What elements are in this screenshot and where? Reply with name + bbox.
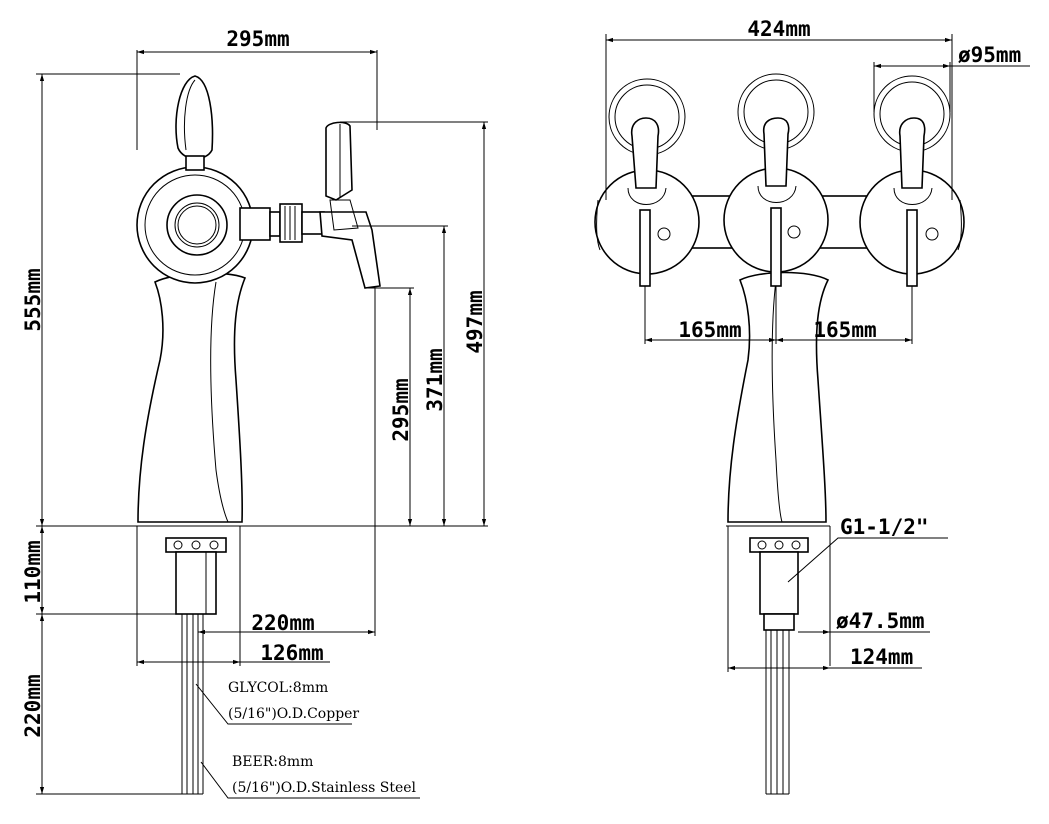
pipes-front [765, 630, 790, 795]
glycol-label-1: GLYCOL:8mm [228, 680, 328, 696]
tap-center [723, 73, 829, 287]
side-view: 295mm 555mm 110mm 220mm 497mm 371mm 295m… [21, 27, 488, 799]
dim-front-width: 424mm [747, 17, 810, 41]
dim-top-width: 295mm [226, 27, 289, 51]
dim-total-height: 555mm [21, 268, 45, 331]
faucet-side [319, 211, 381, 289]
dim-ball-diameter: ø95mm [958, 43, 1021, 67]
dim-pipe-length: 220mm [21, 674, 45, 737]
handle-side [175, 75, 214, 160]
dim-shank-length: 110mm [21, 540, 45, 603]
dim-base-offset: 220mm [251, 611, 314, 635]
dim-spacing-right: 165mm [813, 318, 876, 342]
dim-spout-top: 497mm [463, 290, 487, 353]
tap-left [594, 78, 700, 287]
pipes-side [181, 614, 204, 795]
front-view: 424mm ø95mm 165mm 165mm G1-1/2" ø47.5mm … [594, 17, 1030, 795]
tap-right [859, 75, 965, 287]
faucet-lever-side [325, 121, 353, 201]
dim-body-height: 295mm [389, 378, 413, 441]
dim-base-width: 126mm [260, 641, 323, 665]
thread-spec: G1-1/2" [840, 515, 929, 539]
glycol-label-2: (5/16")O.D.Copper [228, 706, 359, 722]
tower-body-front [727, 271, 830, 523]
tower-body [137, 272, 247, 523]
beer-label-2: (5/16")O.D.Stainless Steel [232, 780, 417, 796]
beer-label-1: BEER:8mm [232, 754, 313, 770]
dim-spacing-left: 165mm [678, 318, 741, 342]
dim-spout-height: 371mm [423, 348, 447, 411]
dim-shank-diameter: ø47.5mm [836, 609, 925, 633]
dim-front-base-width: 124mm [850, 645, 913, 669]
